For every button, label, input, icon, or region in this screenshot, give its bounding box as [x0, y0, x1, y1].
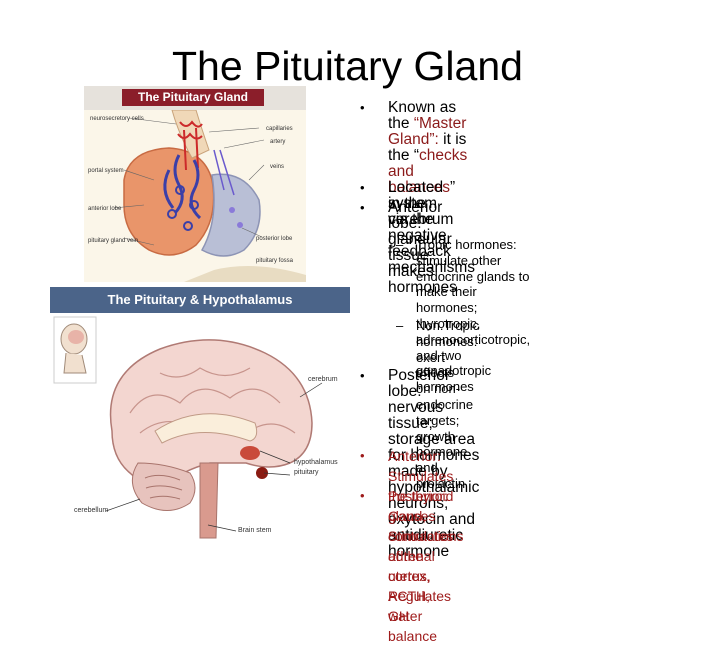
text-line: Non.Tropic hormones: exert effects [416, 318, 480, 381]
text-line: Anterior: Stimulates the thyroid gland, [388, 448, 454, 524]
text-line: on non-endocrine targets; growth [416, 381, 474, 444]
label-pituitary-gland-vein: pituitary gland vein [88, 238, 139, 244]
text-line: storage area for hormones made by [388, 431, 480, 480]
text-run: the “ [388, 147, 420, 164]
subbullet-marker: – [396, 237, 404, 252]
label-brain-stem: Brain stem [238, 527, 272, 534]
text-line: Anterior lobe: glandular tissue; [388, 199, 452, 264]
label-capillaries: capillaries [266, 126, 293, 132]
bullet-marker: • [360, 368, 365, 383]
text-run: Known as the [388, 99, 457, 132]
diagram-header-title: The Pituitary Gland [137, 90, 248, 104]
bullet-marker: • [360, 200, 365, 215]
text-line: uterus, Regulates water balance [388, 568, 452, 644]
label-hypothalamus: hypothalamus [294, 459, 338, 466]
text-line: adrenocorticotropic, and two [416, 331, 531, 363]
text-line: hormones; thyrotropic, [416, 300, 481, 331]
diagram-header: The Pituitary Gland [84, 86, 306, 110]
pituitary-gland-diagram: The Pituitary Gland neurosecretory cells… [84, 86, 306, 282]
label-anterior-lobe: anterior lobe [88, 206, 122, 212]
brain-illustration [53, 316, 323, 539]
highlight-run: checks and balances [388, 147, 468, 196]
diagram-header: The Pituitary & Hypothalamus [50, 287, 350, 313]
text-line: endocrine glands to make their [416, 268, 530, 300]
label-cerebrum: cerebrum [308, 376, 338, 383]
label-neurosecretory-cells: neurosecretory cells [90, 116, 144, 122]
highlight-run: “Master Gland”: [388, 115, 467, 148]
slide-title: The Pituitary Gland [172, 43, 523, 89]
bullet-marker: • [360, 180, 365, 195]
subbullet-marker: – [396, 318, 404, 333]
label-portal-system: portal system [88, 168, 124, 174]
text-line: Posterior lobe: nervous tissue; [388, 367, 451, 432]
label-artery: artery [270, 139, 286, 145]
text-line: hormone and prolactin [416, 444, 468, 491]
bullet-marker: • [360, 100, 365, 115]
text-line: Located in the cerebrum [388, 179, 454, 228]
text-line: hypothalamic neurons; oxytocin and [388, 479, 480, 528]
label-pituitary: pituitary [294, 469, 319, 476]
label-cerebellum: cerebellum [74, 507, 109, 514]
text-run: ” system [388, 179, 456, 212]
text-line: mechanisms [388, 259, 475, 276]
pituitary-hypothalamus-diagram: The Pituitary & Hypothalamus cerebrum hy… [50, 287, 350, 540]
text-line: via the negative feedback [388, 211, 451, 260]
pituitary-illustration [84, 110, 306, 282]
text-line: Tropic hormones: stimulate other [416, 237, 517, 268]
text-line: Posterior: Causes contractions of the [388, 488, 464, 564]
text-line: makes hormones [388, 263, 457, 296]
label-posterior-lobe: posterior lobe [256, 236, 293, 242]
bullet-marker: • [360, 448, 365, 463]
label-veins: veins [270, 164, 285, 170]
diagram-header-title: The Pituitary & Hypothalamus [107, 292, 293, 307]
bullet-marker: • [360, 488, 365, 503]
text-run: it is [438, 131, 467, 148]
label-pituitary-fossa: pituitary fossa [256, 258, 294, 264]
text-line: gonadotropic hormones [416, 363, 492, 395]
bullet-text: Known as the “Master Gland”: it is the “… [388, 100, 475, 276]
